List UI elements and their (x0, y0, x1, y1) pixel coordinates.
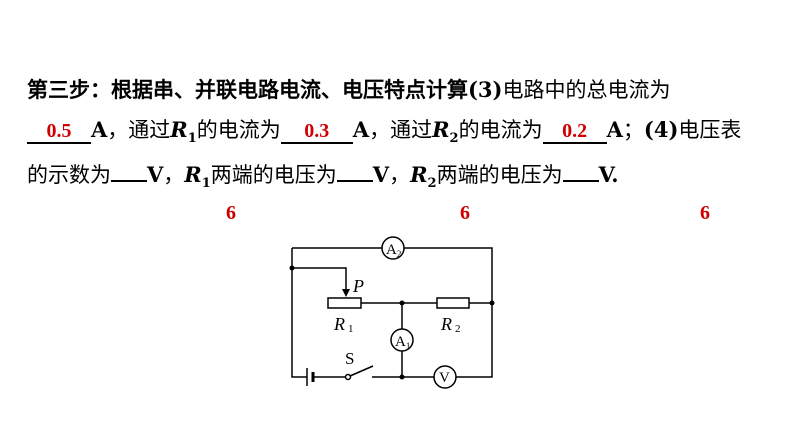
blank-r1-voltage[interactable] (336, 158, 373, 182)
answer-total-current[interactable]: 0.5 (27, 120, 91, 144)
junction (399, 374, 405, 380)
switch-s (344, 365, 374, 381)
a1-label: A1 (395, 334, 410, 351)
answer-r2-current[interactable]: 0.2 (542, 120, 607, 144)
text-line-1: 第三步：根据串、并联电路电流、电压特点计算(3)电路中的总电流为 (27, 77, 671, 102)
rheostat-r1 (327, 297, 362, 309)
blank-r2-voltage[interactable] (562, 158, 599, 182)
voltmeter-v (433, 365, 457, 389)
ammeter-a1 (390, 328, 414, 352)
ammeter-a2 (381, 236, 405, 260)
slider-arrow-icon (342, 289, 350, 297)
junction (289, 265, 295, 271)
blank-voltmeter[interactable] (111, 158, 147, 182)
junction (399, 300, 405, 306)
v-label: V (439, 370, 450, 386)
answer-r1-voltage: 6 (460, 202, 470, 224)
wires (291, 247, 493, 378)
s-label: S (345, 349, 354, 368)
resistor-r2 (436, 297, 470, 309)
answer-r2-voltage: 6 (700, 202, 710, 224)
a2-label: A2 (386, 242, 401, 259)
junction (489, 300, 495, 306)
p-label: P (352, 276, 364, 296)
battery-icon (306, 368, 315, 386)
answer-r1-current[interactable]: 0.3 (280, 120, 353, 144)
answer-voltmeter: 6 (226, 202, 236, 224)
